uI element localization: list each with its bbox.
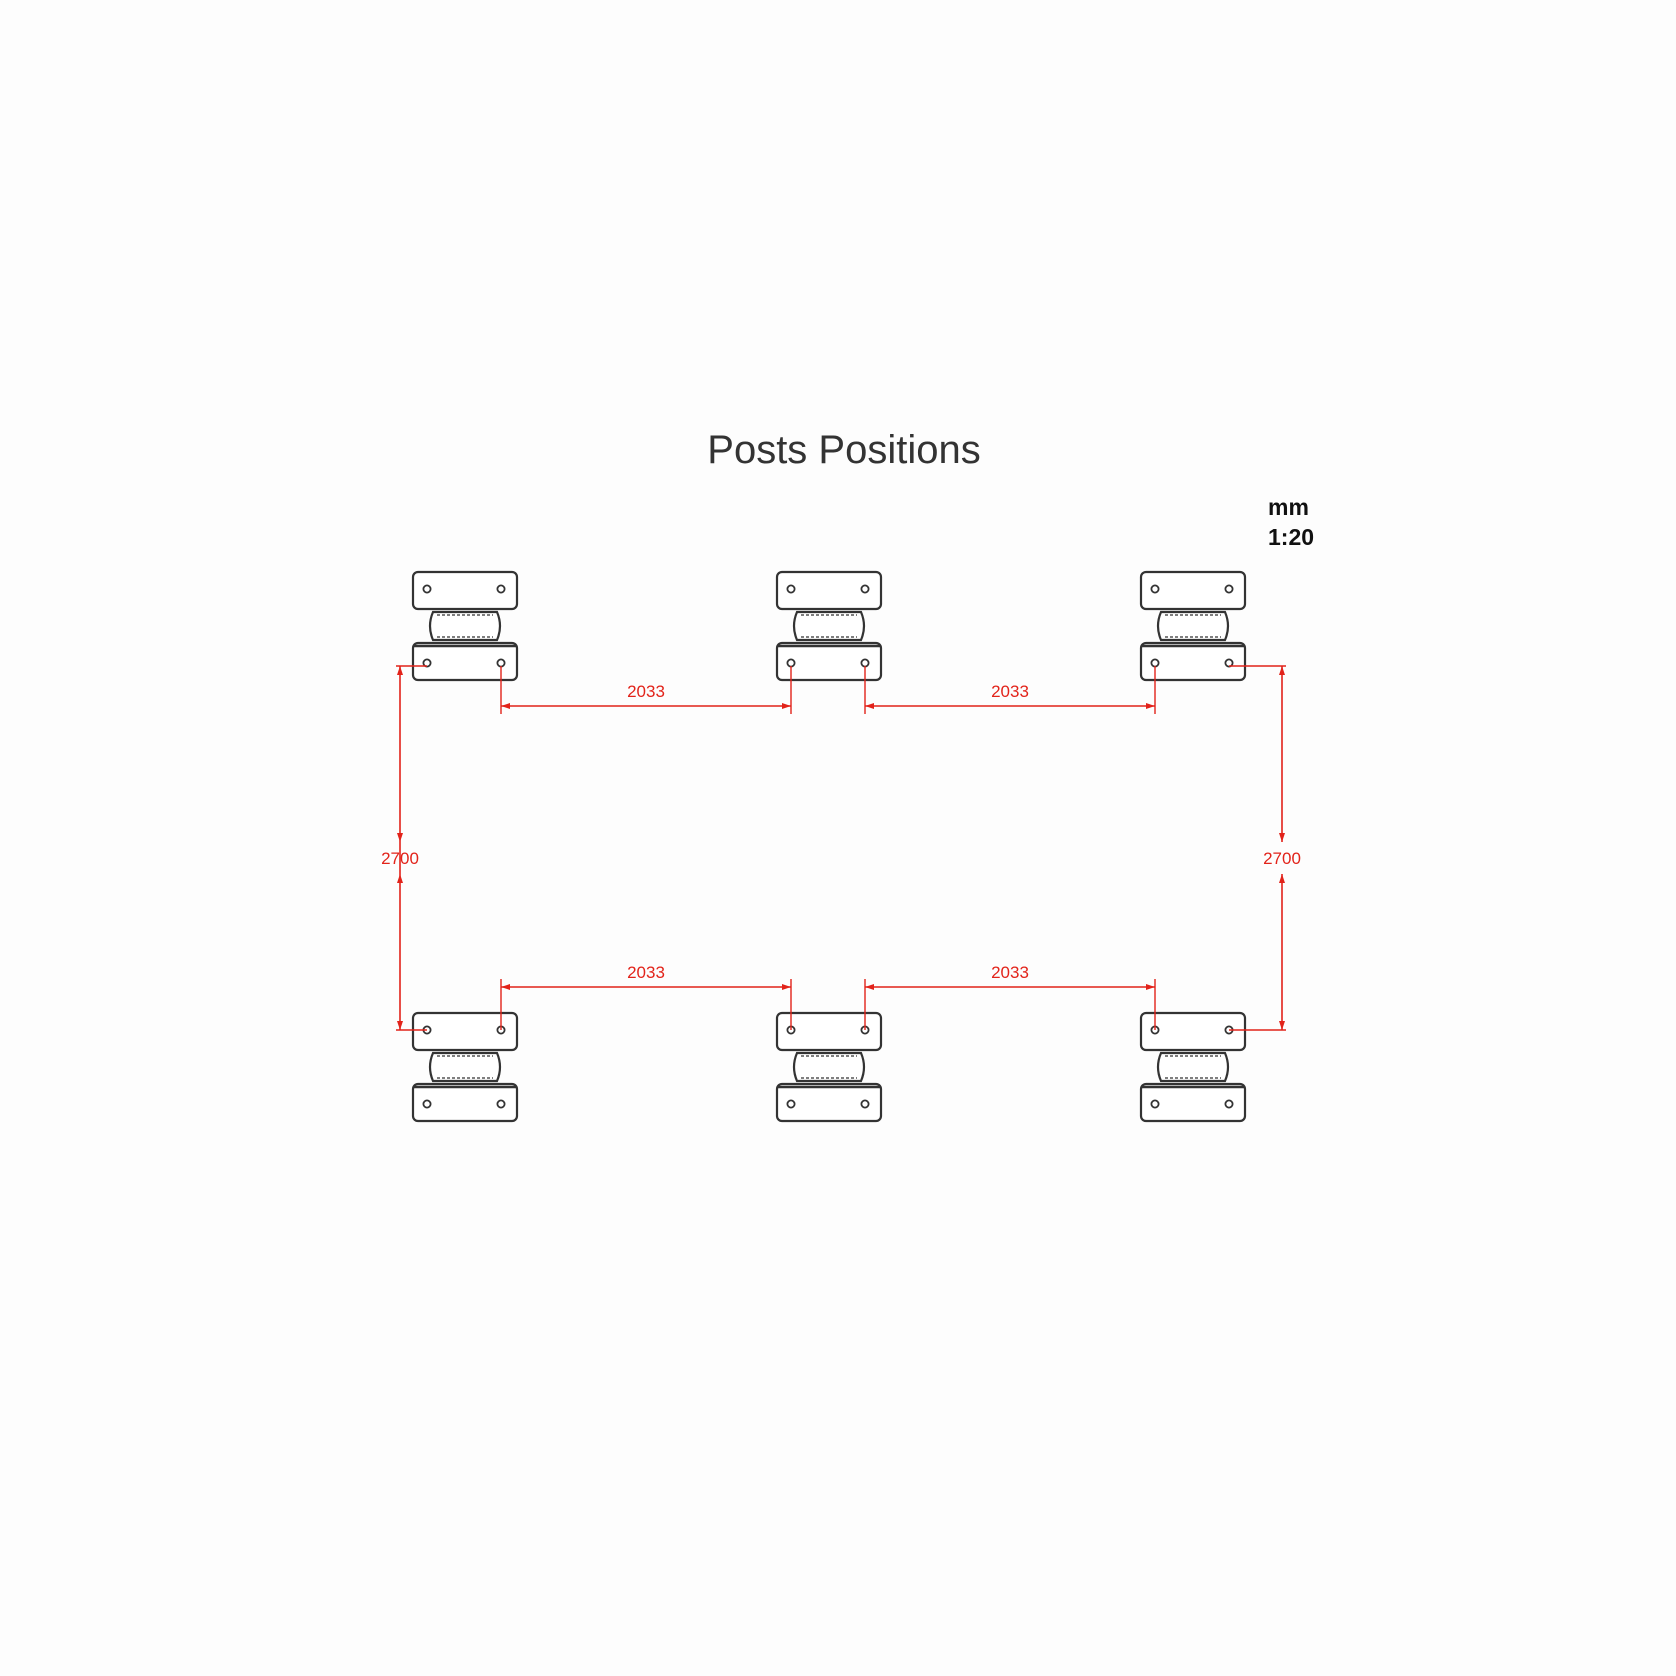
post-base-plate: [775, 641, 883, 682]
post-1: [411, 570, 519, 682]
scale-label: 1:20: [1268, 524, 1315, 550]
post-column: [1156, 610, 1230, 642]
post-base-plate: [1139, 641, 1247, 682]
bolt-hole: [860, 584, 870, 594]
dimensions-group: 2033 2033 2033 2033 2700 2700: [381, 665, 1301, 1031]
bolt-hole: [496, 584, 506, 594]
post-column: [792, 1051, 866, 1083]
post-3: [1139, 570, 1247, 682]
post-column: [792, 610, 866, 642]
bolt-hole: [786, 1099, 796, 1109]
post-4: [411, 1011, 519, 1123]
dimension-label: 2033: [627, 963, 665, 982]
posts-group: [411, 570, 1247, 1123]
post-top-plate: [411, 1011, 519, 1052]
post-base-plate: [1139, 1082, 1247, 1123]
diagram-title: Posts Positions: [707, 428, 981, 472]
post-top-plate: [775, 1011, 883, 1052]
bolt-hole: [1150, 658, 1160, 668]
dimension-label: 2033: [627, 682, 665, 701]
post-top-plate: [1139, 570, 1247, 611]
bolt-hole: [422, 1099, 432, 1109]
bolt-hole: [1150, 584, 1160, 594]
units-label: mm: [1268, 494, 1309, 520]
bolt-hole: [786, 658, 796, 668]
post-top-plate: [1139, 1011, 1247, 1052]
post-top-plate: [775, 570, 883, 611]
post-base-plate: [411, 641, 519, 682]
bolt-hole: [496, 658, 506, 668]
bolt-hole: [1224, 584, 1234, 594]
post-base-plate: [775, 1082, 883, 1123]
post-6: [1139, 1011, 1247, 1123]
bolt-hole: [860, 1099, 870, 1109]
dimension-label: 2033: [991, 963, 1029, 982]
post-column: [428, 1051, 502, 1083]
dimension-label: 2700: [381, 849, 419, 868]
post-top-plate: [411, 570, 519, 611]
post-2: [775, 570, 883, 682]
bolt-hole: [422, 584, 432, 594]
post-5: [775, 1011, 883, 1123]
dimension-label: 2033: [991, 682, 1029, 701]
post-base-plate: [411, 1082, 519, 1123]
post-column: [1156, 1051, 1230, 1083]
bolt-hole: [496, 1099, 506, 1109]
bolt-hole: [786, 584, 796, 594]
units-block: mm 1:20: [1268, 492, 1314, 552]
bolt-hole: [860, 658, 870, 668]
bolt-hole: [1150, 1099, 1160, 1109]
bolt-hole: [1224, 1099, 1234, 1109]
post-column: [428, 610, 502, 642]
dimension-label: 2700: [1263, 849, 1301, 868]
